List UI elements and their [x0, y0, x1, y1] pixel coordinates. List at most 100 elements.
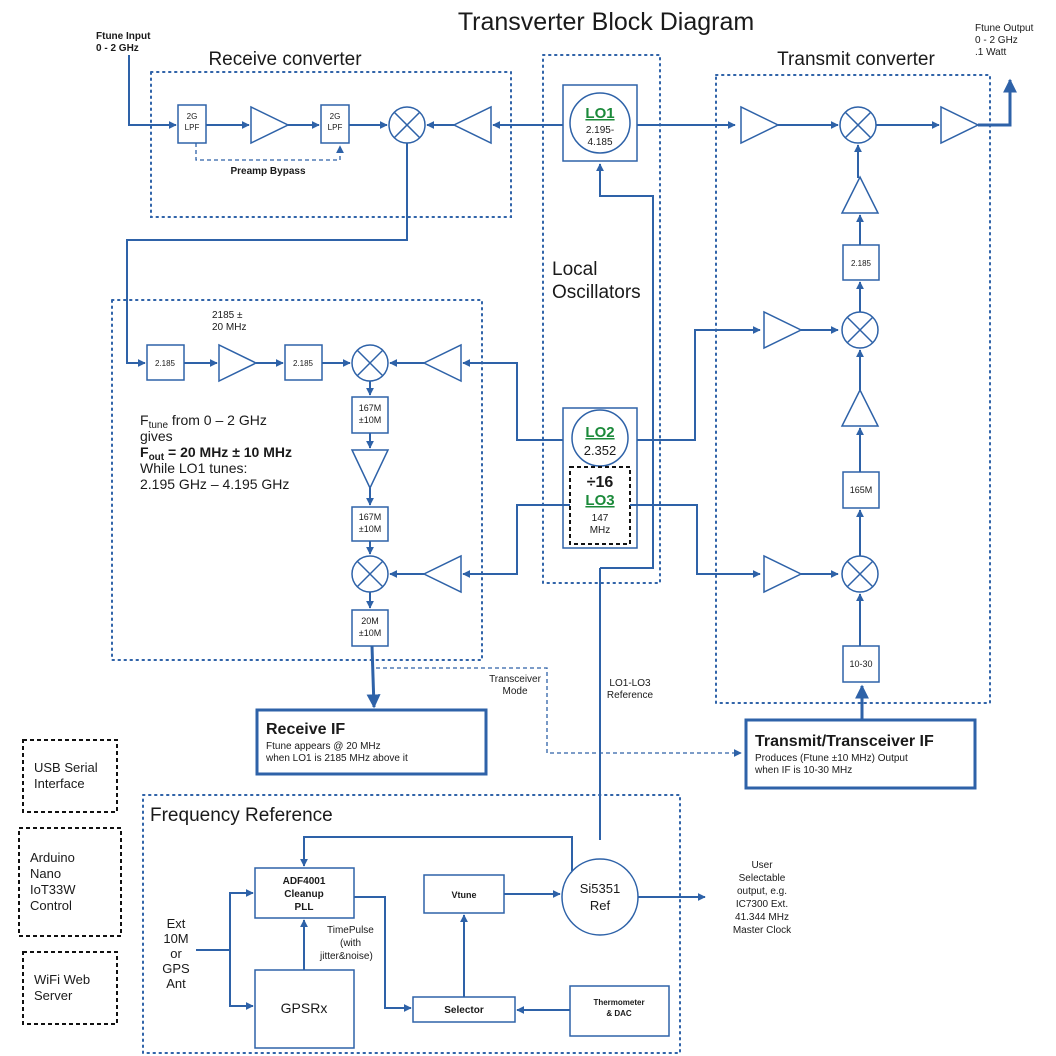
local-oscillators-title-line1: Local — [552, 259, 597, 280]
adf4001-pll-block — [254, 867, 355, 919]
receive-note-line1: Ftune from 0 – 2 GHz — [140, 412, 267, 431]
receive-if-title: Receive IF — [266, 721, 345, 738]
transmit-if-title: Transmit/Transceiver IF — [755, 733, 934, 750]
receive-note-line3: Fout = 20 MHz ± 10 MHz — [140, 444, 292, 463]
wire-20m-to-receive-if — [366, 645, 381, 709]
wire-mixer1-to-if-chain — [126, 143, 408, 367]
receive-if-box — [255, 708, 488, 776]
transceiver-mode-path — [376, 667, 742, 757]
usb-serial-label-bottom: Interface — [34, 776, 85, 791]
user-output-label-1: User — [751, 860, 773, 871]
receive-filter-167-a-label-top: 167M — [359, 403, 382, 413]
receive-filter-167-a-label-bottom: ±10M — [359, 415, 381, 425]
lo3-name: LO3 — [585, 492, 614, 509]
si5351-label-1: Si5351 — [580, 881, 620, 896]
si5351-label-2: Ref — [590, 898, 611, 913]
lo3-frequency-unit: MHz — [590, 525, 611, 536]
thermometer-label-2: & DAC — [606, 1009, 632, 1018]
wire-lo2-to-receive — [462, 359, 563, 441]
lo2-name: LO2 — [585, 424, 614, 441]
receive-lo3-buffer-amplifier — [422, 554, 462, 594]
timepulse-label-2: (with — [340, 938, 361, 949]
receive-if-line1: Ftune appears @ 20 MHz — [266, 741, 381, 752]
receive-filter-20m-label-bottom: ±10M — [359, 628, 381, 638]
local-oscillators-region — [542, 54, 661, 584]
receive-filter-167-b-label-top: 167M — [359, 512, 382, 522]
transmit-mixer-1-x — [844, 111, 872, 139]
wire-lo2-to-transmit — [637, 326, 761, 441]
receive-lo2-buffer-amplifier — [422, 343, 462, 383]
arduino-label-4: Control — [30, 898, 72, 913]
pll-label-2: Cleanup — [284, 889, 323, 900]
receive-filter-2185-a-label: 2.185 — [155, 359, 176, 368]
transmit-if-line2: when IF is 10-30 MHz — [754, 765, 852, 776]
receive-if-line2: when LO1 is 2185 MHz above it — [265, 753, 408, 764]
ftune-input-label: Ftune Input — [96, 31, 151, 42]
ftune-output-range: 0 - 2 GHz — [975, 35, 1018, 46]
receive-mixer-1-x — [393, 111, 421, 139]
receive-note-line1-sub: tune — [149, 420, 169, 431]
wifi-label-bottom: Server — [34, 988, 73, 1003]
user-output-label-3: output, e.g. — [737, 886, 787, 897]
transmit-filter-2185 — [842, 244, 880, 281]
wifi-web-server-box — [22, 951, 118, 1025]
ext-ref-label-2: 10M — [163, 931, 188, 946]
timepulse-label-1: TimePulse — [327, 925, 374, 936]
wire-si5351-to-pll — [300, 836, 573, 871]
transmit-filter-165m — [842, 471, 880, 509]
receive-preamp-amplifier — [250, 105, 290, 145]
wire-lo3-to-transmit — [630, 504, 761, 578]
selector-label: Selector — [444, 1005, 484, 1016]
thermometer-label-1: Thermometer — [593, 998, 644, 1007]
ftune-input-wire — [128, 55, 177, 129]
receive-note-line2: gives — [140, 428, 173, 444]
receive-lpf-1-label-bottom: LPF — [185, 123, 200, 132]
usb-serial-label-top: USB Serial — [34, 760, 98, 775]
receive-converter-region — [150, 71, 512, 218]
receive-lo-buffer-amplifier — [452, 105, 492, 145]
ext-ref-label-3: or — [170, 946, 182, 961]
preamp-bypass-path — [195, 143, 344, 161]
receive-note-line5: 2.195 GHz – 4.195 GHz — [140, 476, 289, 492]
transmit-converter-region — [715, 74, 991, 704]
if1-label-top: 2185 ± — [212, 310, 243, 321]
transceiver-mode-label-bottom: Mode — [502, 686, 527, 697]
wifi-label-top: WiFi Web — [34, 972, 90, 987]
receive-converter-title: Receive converter — [208, 49, 362, 70]
receive-filter-20m-label-top: 20M — [361, 616, 379, 626]
transmit-driver-amplifier-1 — [840, 175, 880, 214]
user-output-label-6: Master Clock — [733, 925, 792, 936]
gpsrx-label: GPSRx — [281, 1000, 328, 1016]
wire-ext-to-pll — [196, 889, 254, 951]
wire-pll-to-selector — [354, 896, 412, 1012]
frequency-reference-title: Frequency Reference — [150, 805, 333, 826]
wire-reference-to-lo1 — [596, 163, 654, 569]
frequency-reference-region — [142, 794, 681, 1054]
ftune-output-power: .1 Watt — [975, 47, 1007, 58]
user-output-label-4: IC7300 Ext. — [736, 899, 788, 910]
transmit-lo3-amplifier — [763, 554, 803, 594]
lo-reference-label-bottom: Reference — [607, 690, 654, 701]
preamp-bypass-label: Preamp Bypass — [230, 166, 305, 177]
receive-lpf-2-label-bottom: LPF — [328, 123, 343, 132]
user-output-label-5: 41.344 MHz — [735, 912, 789, 923]
wire-pa-to-output — [978, 78, 1017, 127]
lo1-name: LO1 — [585, 105, 614, 122]
lo-reference-label-top: LO1-LO3 — [609, 678, 651, 689]
transmit-if-line1: Produces (Ftune ±10 MHz) Output — [755, 753, 908, 764]
receive-lpf-1-label-top: 2G — [187, 112, 198, 121]
receive-note-line1-rest: from 0 – 2 GHz — [168, 412, 267, 428]
transmit-filter-10-30-label: 10-30 — [849, 659, 872, 669]
transmit-power-amplifier — [940, 105, 980, 145]
selector-block — [412, 996, 516, 1023]
receive-mixer-3-x — [356, 560, 384, 588]
receive-filter-2185-b-label: 2.185 — [293, 359, 314, 368]
transmit-filter-165m-label: 165M — [850, 485, 873, 495]
ext-ref-label-4: GPS — [162, 961, 190, 976]
receive-filter-20m — [351, 609, 389, 647]
transmit-filter-2185-label: 2.185 — [851, 259, 872, 268]
user-output-label-2: Selectable — [739, 873, 786, 884]
receive-mixer-2-x — [356, 349, 384, 377]
timepulse-label-3: jitter&noise) — [319, 951, 373, 962]
